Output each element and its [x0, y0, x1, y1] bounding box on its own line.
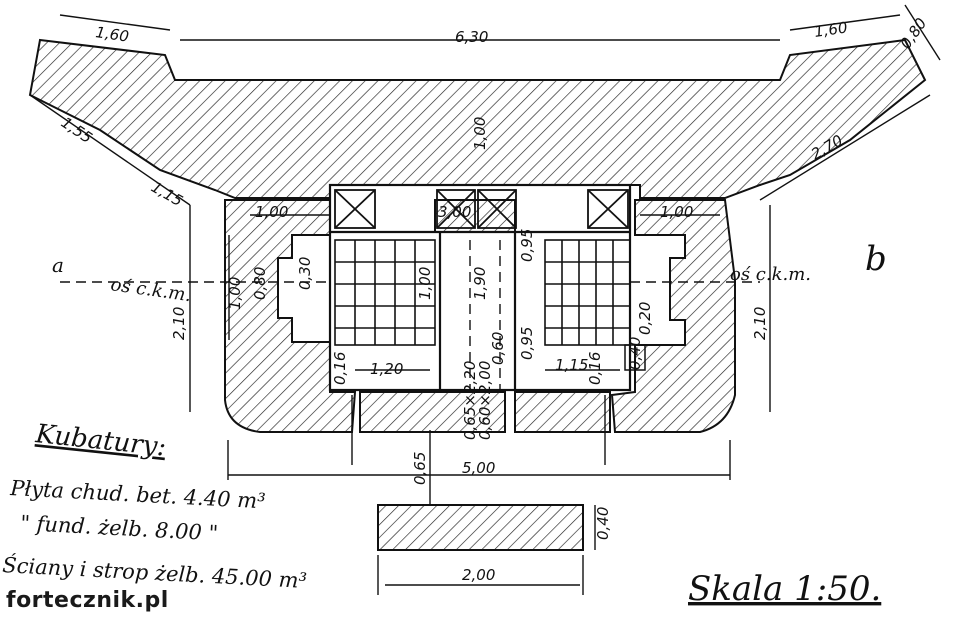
dim-left-wall: 1,00 — [255, 203, 288, 221]
right-wall — [610, 199, 736, 433]
section-marker-a: a — [52, 253, 64, 277]
dim-door-label: 0,65×2,20 — [461, 361, 479, 440]
dim-foundation-gap: 0,65 — [411, 452, 429, 485]
roof-slab — [28, 38, 927, 199]
dim-right-small-1: 0,20 — [636, 302, 654, 335]
dim-base-width: 5,00 — [462, 459, 495, 477]
dim-top-right-wing: 1,60 — [813, 18, 849, 40]
dimension-labels: 1,60 6,30 1,60 0,80 1,55 1,15 2,70 1,00 … — [58, 15, 931, 584]
dimension-lines — [29, 4, 941, 595]
section-marker-b: b — [865, 239, 887, 279]
kubatury-row-1: Płyta chud. bet. 4.40 m³ — [9, 476, 266, 513]
dim-foundation-width: 2,00 — [462, 566, 495, 584]
dim-center-width: 3,00 — [438, 203, 471, 221]
left-grating — [334, 239, 436, 346]
dim-right-height: 2,10 — [751, 307, 769, 340]
dim-right-mid: 0,95 — [518, 327, 536, 360]
vent-boxes — [334, 189, 629, 229]
kubatury-title: Kubatury: — [33, 419, 167, 463]
axis-lines — [60, 240, 760, 390]
right-axis-label: oś c.k.m. — [730, 264, 811, 285]
dim-right-top: 0,95 — [518, 229, 536, 262]
dim-left-height: 2,10 — [170, 307, 188, 340]
kubatury-notes: Kubatury: Płyta chud. bet. 4.40 m³ " fun… — [2, 419, 308, 593]
dim-left-room-width: 1,20 — [370, 360, 403, 378]
scale-label: Skala 1:50. — [688, 569, 881, 609]
kubatury-row-2: " fund. żelb. 8.00 " — [20, 511, 219, 545]
dim-top-width: 6,30 — [455, 28, 488, 46]
dim-left-door: 0,16 — [331, 352, 349, 385]
dim-top-left-wing: 1,60 — [94, 23, 130, 45]
dim-foundation-thickness: 0,40 — [594, 507, 612, 540]
dim-door-label-2: 0,60×2,00 — [476, 361, 494, 440]
foundation-slab — [377, 504, 584, 551]
right-small-box — [624, 344, 646, 371]
dim-left-room-height: 1,00 — [416, 267, 434, 300]
dim-center-height: 1,90 — [471, 267, 489, 300]
watermark: fortecznik.pl — [6, 588, 169, 613]
dim-roof-thickness: 1,00 — [471, 117, 489, 150]
dim-left-small: 1,15 — [148, 178, 186, 210]
dim-left-loophole-inner: 0,80 — [251, 267, 269, 300]
dim-right-room-width: 1,15 — [555, 356, 588, 374]
left-axis-label: oś c.k.m. — [109, 274, 192, 306]
dim-right-door: 0,16 — [586, 352, 604, 385]
dim-right-corner: 0,80 — [897, 15, 931, 53]
dim-left-loophole-height: 1,00 — [226, 277, 244, 310]
dim-door-height: 0,60 — [489, 332, 507, 365]
dim-left-loophole-small: 0,30 — [296, 257, 314, 290]
right-grating — [544, 239, 631, 346]
dim-right-small-2: 0,40 — [626, 337, 644, 370]
center-wall — [359, 199, 611, 433]
dim-right-wall: 1,00 — [660, 203, 693, 221]
kubatury-row-3: Ściany i strop żelb. 45.00 m³ — [2, 553, 308, 593]
